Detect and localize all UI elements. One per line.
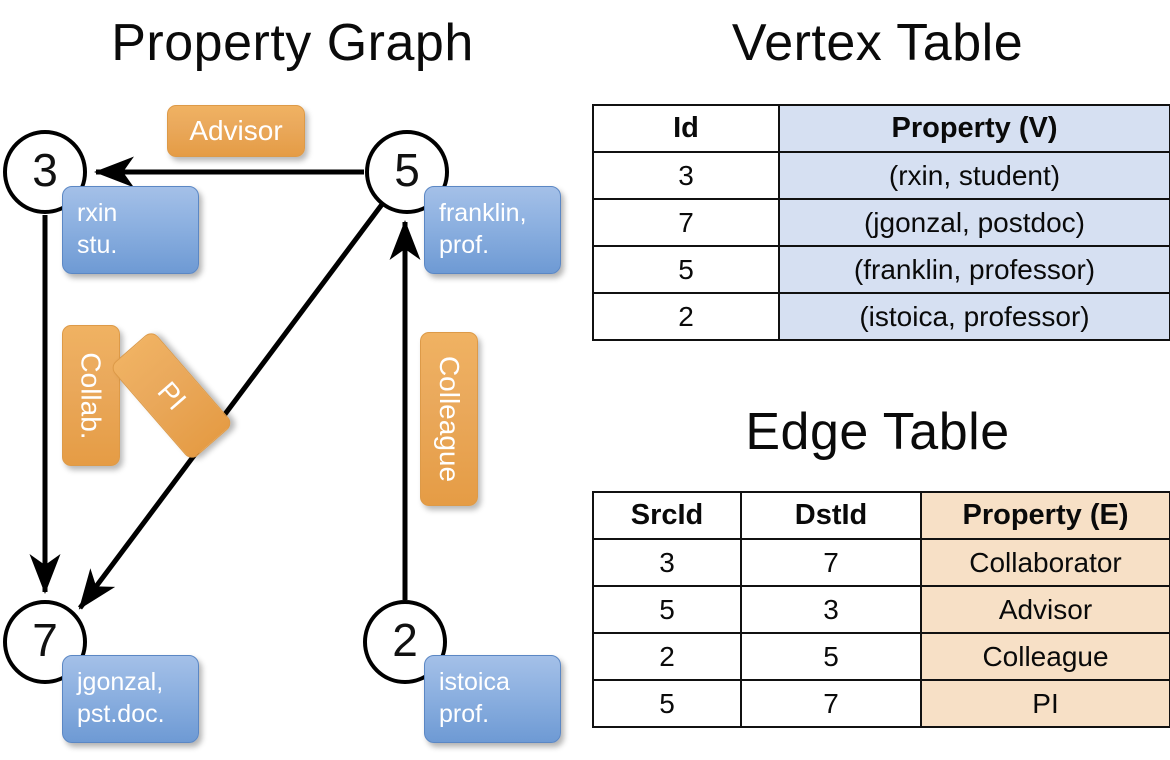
vertex-row-3-property: (istoica, professor) bbox=[778, 292, 1170, 341]
edge-table-header-property: Property (E) bbox=[920, 491, 1170, 540]
property-graph-panel: Property Graph 3 5 7 2 rxin stu. frankli… bbox=[3, 14, 561, 743]
table-row: 5 3 Advisor bbox=[592, 585, 1170, 634]
vertex-table-header-id: Id bbox=[592, 104, 780, 153]
vertex-property-box-2-line1: istoica bbox=[439, 668, 510, 696]
table-row: 5 7 PI bbox=[592, 679, 1170, 728]
table-row: 2 5 Colleague bbox=[592, 632, 1170, 681]
edge-label-collab: Collab. bbox=[62, 325, 120, 466]
edge-table-header-row: SrcId DstId Property (E) bbox=[592, 491, 1170, 540]
vertex-property-box-3-line2: stu. bbox=[77, 231, 118, 259]
edge-row-1-dst: 3 bbox=[740, 585, 922, 634]
table-row: 3 7 Collaborator bbox=[592, 538, 1170, 587]
vertex-row-1-id: 7 bbox=[592, 198, 780, 247]
edge-label-advisor-text: Advisor bbox=[189, 115, 283, 146]
vertex-property-box-5-line1: franklin, bbox=[439, 199, 527, 227]
edge-row-3-src: 5 bbox=[592, 679, 742, 728]
edge-row-2-property: Colleague bbox=[920, 632, 1170, 681]
edge-table-header-dstid: DstId bbox=[740, 491, 922, 540]
edge-row-3-dst: 7 bbox=[740, 679, 922, 728]
vertex-property-box-3: rxin stu. bbox=[62, 186, 199, 274]
vertex-row-2-property: (franklin, professor) bbox=[778, 245, 1170, 294]
vertex-property-box-5: franklin, prof. bbox=[424, 186, 561, 274]
edge-row-2-dst: 5 bbox=[740, 632, 922, 681]
vertex-property-box-2-line2: prof. bbox=[439, 700, 490, 728]
graph-node-3-label: 3 bbox=[32, 144, 58, 196]
edge-row-1-src: 5 bbox=[592, 585, 742, 634]
vertex-row-0-id: 3 bbox=[592, 151, 780, 200]
vertex-row-3-id: 2 bbox=[592, 292, 780, 341]
vertex-property-box-3-line1: rxin bbox=[77, 199, 118, 227]
vertex-row-1-property: (jgonzal, postdoc) bbox=[778, 198, 1170, 247]
page-title-vertex-table: Vertex Table bbox=[731, 14, 1024, 72]
vertex-property-box-7-line1: jgonzal, bbox=[77, 668, 164, 696]
page-title-edge-table: Edge Table bbox=[745, 403, 1010, 461]
edge-row-0-src: 3 bbox=[592, 538, 742, 587]
table-row: 7 (jgonzal, postdoc) bbox=[592, 198, 1170, 247]
table-row: 2 (istoica, professor) bbox=[592, 292, 1170, 341]
edge-row-3-property: PI bbox=[920, 679, 1170, 728]
graph-node-2[interactable]: 2 bbox=[363, 600, 447, 684]
page-title-property-graph: Property Graph bbox=[111, 14, 474, 72]
graph-edges-layer bbox=[29, 156, 421, 610]
edge-table: SrcId DstId Property (E) 3 7 Collaborato… bbox=[592, 491, 1170, 728]
edge-label-pi-text: PI bbox=[151, 375, 193, 416]
edge-label-colleague-text: Colleague bbox=[434, 355, 466, 483]
table-row: 3 (rxin, student) bbox=[592, 151, 1170, 200]
edge-row-0-property: Collaborator bbox=[920, 538, 1170, 587]
graph-node-5[interactable]: 5 bbox=[365, 130, 449, 214]
edge-line-5-to-7 bbox=[77, 201, 386, 610]
vertex-table: Id Property (V) 3 (rxin, student) 7 (jgo… bbox=[592, 104, 1170, 341]
table-row: 5 (franklin, professor) bbox=[592, 245, 1170, 294]
vertex-table-header-property: Property (V) bbox=[778, 104, 1170, 153]
edge-label-advisor: Advisor bbox=[167, 105, 305, 157]
edge-label-collab-text: Collab. bbox=[76, 351, 108, 440]
edge-row-0-dst: 7 bbox=[740, 538, 922, 587]
graph-node-5-label: 5 bbox=[394, 144, 420, 196]
vertex-property-box-7: jgonzal, pst.doc. bbox=[62, 655, 199, 743]
vertex-property-box-5-line2: prof. bbox=[439, 231, 490, 259]
edge-row-1-property: Advisor bbox=[920, 585, 1170, 634]
graph-node-2-label: 2 bbox=[392, 614, 418, 666]
vertex-property-box-7-line2: pst.doc. bbox=[77, 700, 165, 728]
vertex-table-header-row: Id Property (V) bbox=[592, 104, 1170, 153]
vertex-row-0-property: (rxin, student) bbox=[778, 151, 1170, 200]
edge-label-colleague: Colleague bbox=[420, 332, 478, 506]
graph-node-7-label: 7 bbox=[32, 614, 58, 666]
edge-table-header-srcid: SrcId bbox=[592, 491, 742, 540]
vertex-property-box-2: istoica prof. bbox=[424, 655, 561, 743]
vertex-row-2-id: 5 bbox=[592, 245, 780, 294]
edge-row-2-src: 2 bbox=[592, 632, 742, 681]
